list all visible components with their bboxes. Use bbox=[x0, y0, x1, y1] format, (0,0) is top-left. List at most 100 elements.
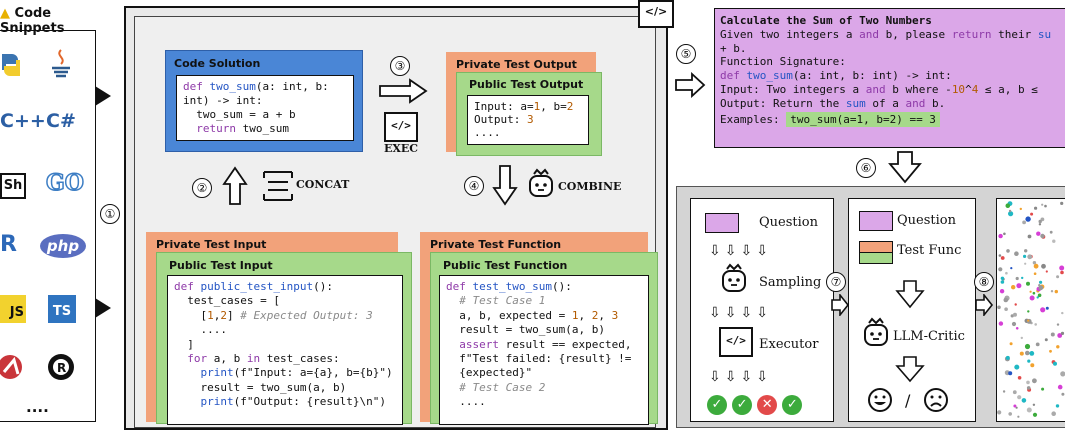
rust-icon: R bbox=[48, 354, 74, 380]
scatter-point bbox=[1032, 291, 1036, 295]
python-icon bbox=[2, 54, 20, 76]
scatter-point bbox=[1002, 390, 1006, 393]
scatter-point bbox=[1045, 270, 1048, 273]
down-arrow-icon bbox=[492, 165, 518, 206]
scatter-point bbox=[1008, 211, 1014, 217]
scatter-point bbox=[1034, 323, 1037, 326]
public-test-function-title: Public Test Function bbox=[443, 259, 568, 272]
scatter-point bbox=[1017, 376, 1022, 380]
scatter-point bbox=[1010, 314, 1014, 318]
sidebar-arrow-bottom bbox=[95, 298, 111, 318]
scatter-point bbox=[1036, 296, 1039, 299]
down-arrow-icon bbox=[895, 356, 925, 383]
cross-icon: ✕ bbox=[757, 395, 778, 415]
slash-separator: / bbox=[905, 391, 911, 410]
check-icon: ✓ bbox=[732, 395, 753, 415]
step-8-marker: ⑧ bbox=[974, 272, 994, 292]
critic-column: Question Test Func LLM-Critic / bbox=[848, 198, 976, 422]
scatter-point bbox=[1024, 249, 1028, 253]
csharp-icon: C# bbox=[46, 110, 76, 132]
public-test-output-code: Input: a=1, b=2 Output: 3 .... bbox=[467, 95, 589, 145]
code-line: [1,2] # Expected Output: 3 bbox=[174, 308, 373, 322]
scatter-point bbox=[1055, 404, 1060, 408]
scatter-point bbox=[1044, 338, 1048, 342]
scatter-column bbox=[996, 198, 1065, 422]
code-solution-panel: Code Solution def two_sum(a: int, b: int… bbox=[165, 50, 363, 152]
scatter-point bbox=[1029, 290, 1032, 293]
code-line: test_cases = [ bbox=[174, 294, 280, 308]
scatter-point bbox=[1026, 407, 1032, 413]
scatter-point bbox=[1029, 351, 1035, 356]
scatter-point bbox=[997, 410, 1002, 415]
public-test-function-code: def test_two_sum(): # Test Case 1 a, b, … bbox=[439, 275, 649, 425]
scatter-point bbox=[1012, 390, 1017, 395]
down-arrows-icon: ⇩⇩⇩⇩ bbox=[709, 305, 772, 321]
scatter-point bbox=[1014, 303, 1017, 306]
scatter-point bbox=[1027, 359, 1031, 363]
php-icon: php bbox=[40, 234, 86, 258]
javascript-icon: JS bbox=[0, 295, 26, 323]
concat-icon bbox=[263, 171, 293, 201]
down-arrows-icon: ⇩⇩⇩⇩ bbox=[709, 243, 772, 259]
executor-icon: </> bbox=[719, 327, 753, 357]
code-line: def two_sum(a: int, b: bbox=[183, 80, 329, 93]
scatter-point bbox=[1056, 345, 1060, 349]
up-arrow-icon bbox=[222, 166, 248, 205]
combine-label: COMBINE bbox=[558, 180, 622, 193]
scatter-point bbox=[1000, 276, 1005, 280]
scala-icon bbox=[0, 355, 22, 379]
scatter-point bbox=[1000, 256, 1005, 260]
scatter-point bbox=[1027, 254, 1033, 260]
scatter-point bbox=[1000, 280, 1005, 284]
scatter-point bbox=[1022, 220, 1026, 225]
scatter-point bbox=[1044, 204, 1047, 208]
more-languages: .... bbox=[26, 398, 49, 416]
private-test-function-title: Private Test Function bbox=[430, 238, 562, 251]
snippet-star-icon: ▲ bbox=[0, 6, 10, 21]
scatter-point bbox=[1015, 276, 1019, 281]
scatter-point bbox=[1019, 207, 1022, 211]
question-line: Input: Two integers a and b where -10^4 … bbox=[720, 82, 1038, 96]
scatter-point bbox=[1005, 355, 1010, 360]
robot-icon bbox=[722, 263, 746, 292]
private-test-output-title: Private Test Output bbox=[456, 58, 577, 71]
scatter-point bbox=[1033, 272, 1037, 275]
scatter-point bbox=[1061, 392, 1065, 396]
public-test-output-title: Public Test Output bbox=[469, 78, 584, 91]
scatter-point bbox=[1013, 404, 1017, 408]
sampling-label: Sampling bbox=[759, 275, 822, 290]
scatter-point bbox=[1057, 384, 1063, 390]
sidebar-arrow-top bbox=[95, 86, 111, 106]
go-icon: GO bbox=[45, 169, 84, 197]
scatter-point bbox=[1049, 349, 1052, 353]
svg-text:R: R bbox=[57, 361, 66, 375]
scatter-point bbox=[1024, 343, 1031, 350]
scatter-point bbox=[1029, 295, 1035, 301]
question-label: Question bbox=[759, 215, 818, 230]
scatter-point bbox=[1060, 201, 1064, 205]
scatter-point bbox=[1039, 280, 1043, 284]
concat-label: CONCAT bbox=[296, 178, 350, 191]
scatter-point bbox=[1032, 378, 1037, 384]
scatter-point bbox=[1026, 386, 1031, 390]
step-1-marker: ① bbox=[100, 204, 120, 224]
shell-icon: Sh bbox=[0, 173, 26, 199]
exec-label: EXEC bbox=[384, 142, 419, 155]
scatter-point bbox=[1038, 223, 1042, 226]
scatter-point bbox=[1050, 290, 1054, 293]
sampling-column: Question ⇩⇩⇩⇩ Sampling ⇩⇩⇩⇩ </> Executor… bbox=[690, 198, 834, 422]
scatter-point bbox=[998, 321, 1004, 326]
exec-icon: </> bbox=[384, 112, 418, 142]
java-icon bbox=[52, 49, 70, 78]
question-swatch bbox=[859, 211, 893, 231]
scatter-point bbox=[998, 233, 1003, 239]
scatter-point bbox=[1033, 263, 1039, 269]
scatter-point bbox=[1056, 323, 1060, 326]
public-test-output-panel: Public Test Output Input: a=1, b=2 Outpu… bbox=[456, 72, 602, 156]
scatter-point bbox=[1060, 270, 1064, 275]
r-icon: R bbox=[0, 232, 17, 257]
step-6-marker: ⑥ bbox=[856, 158, 876, 178]
scatter-point bbox=[1060, 331, 1065, 335]
cpp-icon: C++ bbox=[0, 110, 46, 132]
scatter-point bbox=[1041, 263, 1046, 269]
